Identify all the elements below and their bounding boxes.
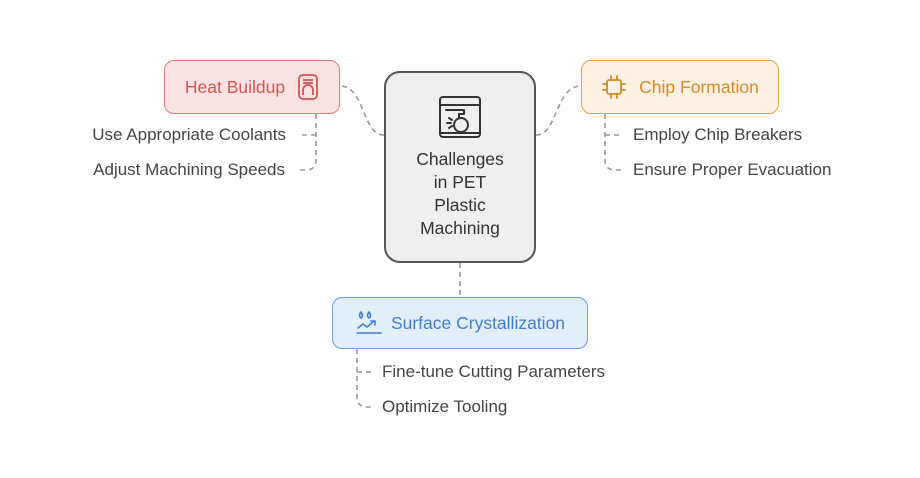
branch-chip-label: Chip Formation [639,76,759,97]
machine-icon [437,94,483,140]
surface-item-2: Optimize Tooling [382,397,508,416]
connector-heat-items [298,114,317,171]
connector-heat [339,85,385,136]
branch-surface-crystallization[interactable]: Surface Crystallization [332,297,588,349]
connector-chip-items [604,114,623,171]
connector-surface-items [356,349,374,408]
central-topic-title: Challenges in PET Plastic Machining [416,149,504,238]
chip-item-2: Ensure Proper Evacuation [633,160,832,179]
branch-heat-label: Heat Buildup [184,76,286,97]
branch-surface-label: Surface Crystallization [390,312,566,333]
branch-heat-buildup[interactable]: Heat Buildup [164,60,340,114]
branch-chip-formation[interactable]: Chip Formation [581,60,779,114]
heat-item-2: Adjust Machining Speeds [93,160,285,179]
chip-icon [601,74,627,100]
heat-item-1: Use Appropriate Coolants [92,125,286,144]
connector-chip [535,85,582,136]
central-topic-node[interactable]: Challenges in PET Plastic Machining [384,71,536,263]
coolant-tank-icon [297,73,319,101]
crystal-drops-icon [355,309,383,337]
chip-item-1: Employ Chip Breakers [633,125,803,144]
surface-item-1: Fine-tune Cutting Parameters [382,362,605,381]
